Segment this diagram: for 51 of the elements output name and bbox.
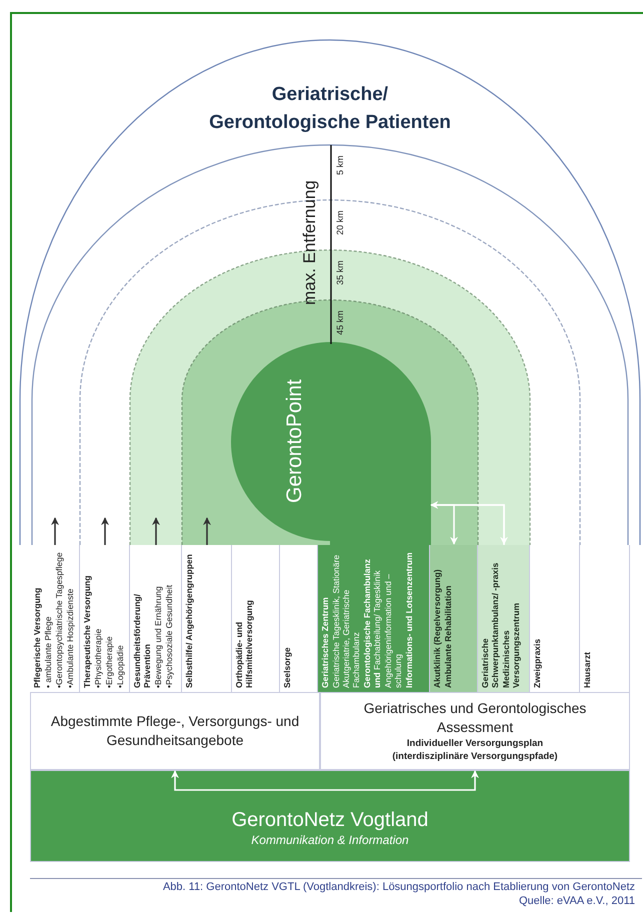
service-item: Geriatrische Tagesklinik, Stationäre Akutgeriatrie, Geriatrische Fachambulanz [331,554,362,688]
column-heading: Gesundheitsförderung/ Prävention [132,593,153,688]
axis-title: max. Entfernung [300,180,320,308]
column-heading: Seelsorge [282,646,293,688]
column-band [318,545,430,692]
service-item: • ambulante Pflege [43,616,54,688]
service-item: •Ambulante Hospizdienste [65,588,76,688]
column-band [478,545,530,692]
caption-text: Abb. 11: GerontoNetz VGTL (Vogtlandkreis): Lösungsportfolio nach Etablierung von GerontoNetz [162,881,635,893]
service-item: •Physiotherapie [93,628,104,688]
distance-label: 35 km [335,259,345,287]
service-item: •Ergotherapie [104,635,115,688]
arrow [101,517,109,545]
network-bar [30,770,630,862]
service-item: •Psychosoziale Gesundheit [164,584,175,688]
arrow [171,770,330,791]
column-heading: Pflegerische Versorgung [32,586,43,688]
column-heading: Akutklinik (Regelversorgung) [432,568,443,688]
bar-title: GerontoNetz Vogtland [230,808,430,833]
distance-label: 20 km [335,209,345,237]
column-heading: Geriatrisches Zentrum [320,596,331,688]
service-item: •Logopädie [115,644,126,688]
box-heading: Abgestimmte Pflege-, Versorgungs- und Gesundheitsangebote [50,712,300,750]
service-item: Gerontologische Fachambulanz und Fachabteilung/ Tagesklinik [362,558,383,688]
service-item: Ambulante Rehabilitation [443,584,454,688]
arrow [203,517,211,545]
service-item: Angehörigeninformation und –schulung [383,573,404,688]
source-note: Quelle: eVAA e.V., 2011 [519,895,635,907]
service-item: Informations- und Lotsenzentrum [404,551,415,688]
column-heading: Hausarzt [582,651,593,688]
distance-label: 5 km [335,154,345,177]
column-heading: Zweigpraxis [532,638,543,688]
service-item: Medizinisches Versorgungszentrum [501,602,522,688]
service-item: •Gerontopsychiatrische Tagespflege [54,551,65,688]
distance-label: 45 km [335,309,345,337]
info-box [320,692,630,770]
arrow [152,517,160,545]
column-band [430,545,478,692]
point-label: GerontoPoint [283,378,307,505]
bar-subtitle: Kommunikation & Information [250,833,410,847]
info-box [30,692,320,770]
column-heading: Therapeutische Versorgung [82,574,93,688]
box-heading: Geriatrisches und Gerontologisches Assessment [362,699,588,737]
arrow [330,770,479,791]
title-text: Geriatrische/ Gerontologische Patienten [208,83,452,135]
arrow [51,517,59,545]
column-heading: Selbsthilfe/ Angehörigengruppen [184,553,195,688]
column-heading: Geriatrische Schwerpunktambulanz/ -praxis [480,562,501,688]
column-heading: Orthopädie- und Hilfsmittelversorgung [234,599,255,688]
service-item: •Bewegung und Ernährung [153,585,164,688]
box-subtext: Individueller Versorgungsplan (interdisziplinäre Versorgungspfade) [391,737,559,763]
